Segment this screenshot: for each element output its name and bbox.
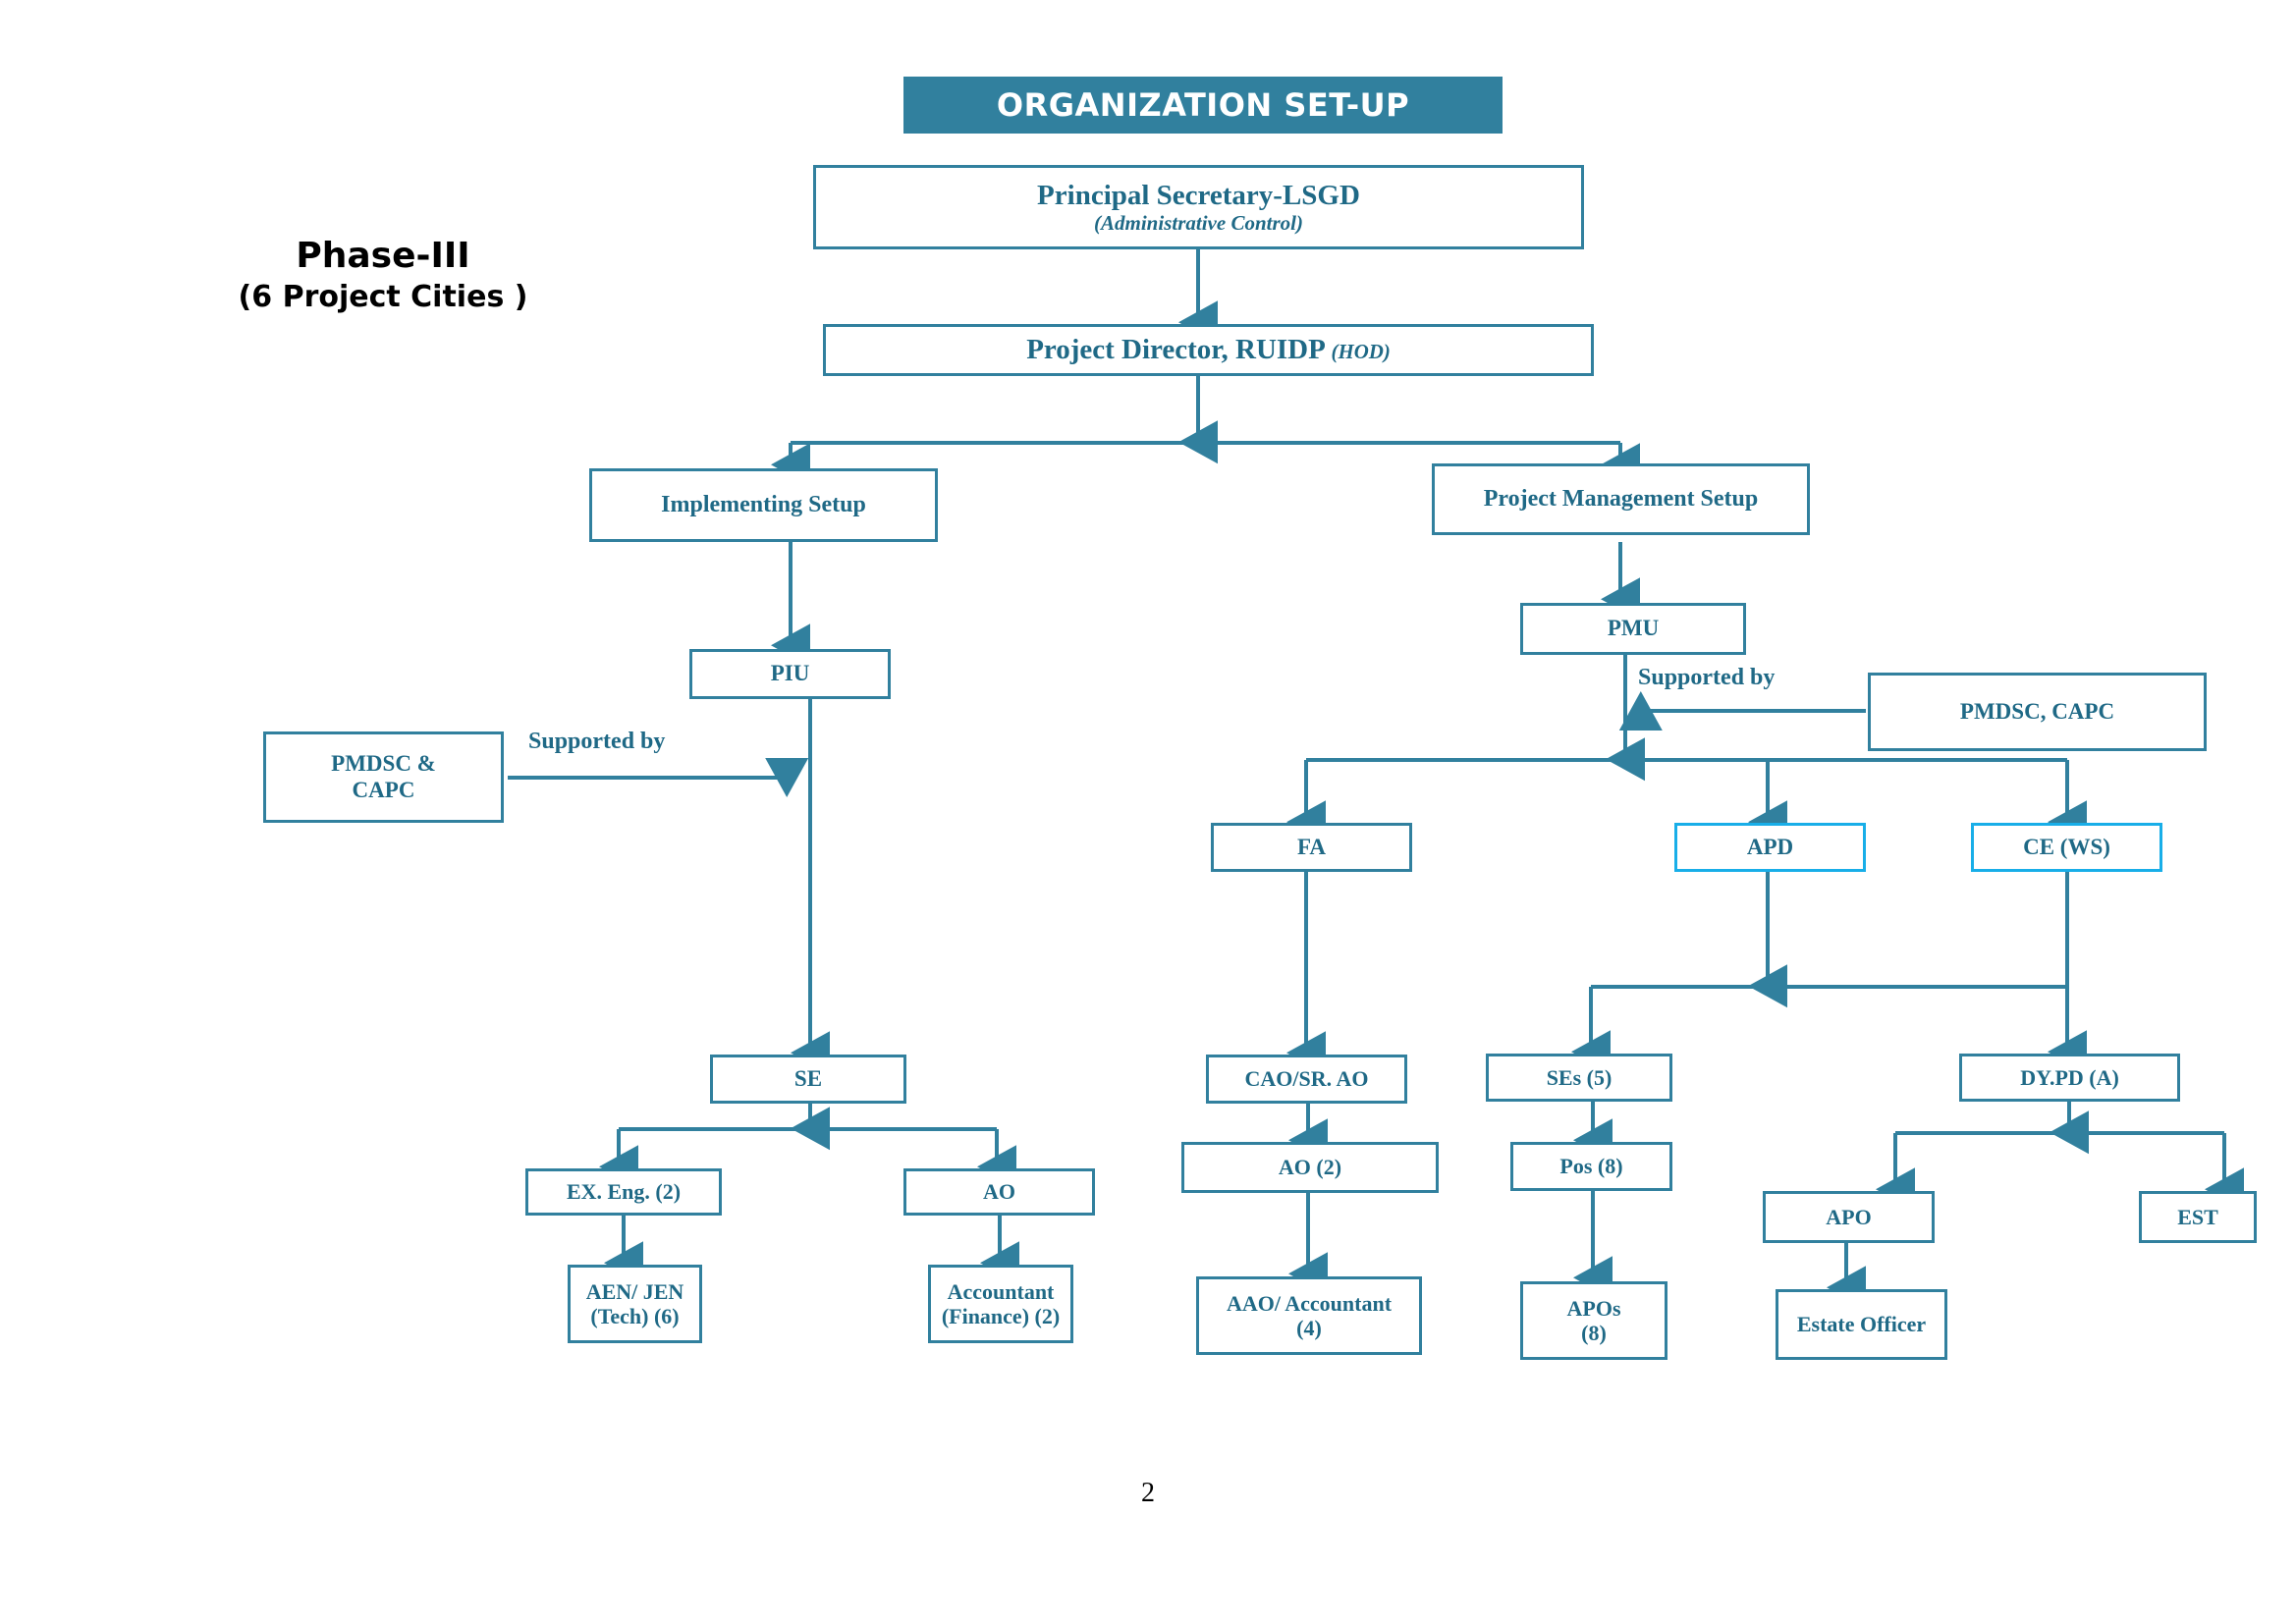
node-pmu-label: PMU (1607, 616, 1660, 641)
node-pmdsc-capc-left-line1: PMDSC & (331, 751, 436, 777)
node-ses-5[interactable]: SEs (5) (1486, 1054, 1672, 1102)
node-pmdsc-capc-right[interactable]: PMDSC, CAPC (1868, 673, 2207, 751)
node-apo[interactable]: APO (1763, 1191, 1935, 1243)
node-aao-accountant-line1: AAO/ Accountant (1226, 1290, 1393, 1316)
node-dy-pd-a[interactable]: DY.PD (A) (1959, 1054, 2180, 1102)
phase-label: Phase-III (6 Project Cities ) (187, 234, 579, 316)
node-ce-ws-label: CE (WS) (2023, 834, 2110, 859)
node-apd-label: APD (1746, 834, 1794, 859)
node-ao-left[interactable]: AO (903, 1168, 1095, 1216)
node-se-label: SE (793, 1065, 823, 1091)
node-pos-8[interactable]: Pos (8) (1510, 1142, 1672, 1191)
node-cao-sr-ao-label: CAO/SR. AO (1244, 1066, 1369, 1092)
page-title-banner: ORGANIZATION SET-UP (903, 77, 1503, 134)
node-aen-jen[interactable]: AEN/ JEN (Tech) (6) (568, 1265, 702, 1343)
node-aen-jen-line1: AEN/ JEN (585, 1278, 684, 1304)
node-ex-eng[interactable]: EX. Eng. (2) (525, 1168, 722, 1216)
node-principal-secretary-title: Principal Secretary-LSGD (1037, 179, 1360, 211)
node-fa[interactable]: FA (1211, 823, 1412, 872)
node-ses-5-label: SEs (5) (1546, 1064, 1613, 1090)
node-aao-accountant[interactable]: AAO/ Accountant (4) (1196, 1276, 1422, 1355)
node-ao-2[interactable]: AO (2) (1181, 1142, 1439, 1193)
edge-label-supported-by-right: Supported by (1638, 665, 1776, 690)
node-ao-2-label: AO (2) (1278, 1155, 1342, 1180)
node-ao-left-label: AO (983, 1179, 1015, 1205)
node-apo-label: APO (1826, 1204, 1872, 1229)
node-apos-8-line1: APOs (1566, 1295, 1621, 1321)
node-implementing-setup[interactable]: Implementing Setup (589, 468, 938, 542)
node-estate-officer-label: Estate Officer (1796, 1312, 1927, 1337)
node-project-management-setup[interactable]: Project Management Setup (1432, 463, 1810, 535)
node-project-management-setup-label: Project Management Setup (1483, 485, 1759, 512)
node-pmdsc-capc-right-label: PMDSC, CAPC (1959, 698, 2115, 724)
node-project-director-suffix: (HOD) (1331, 339, 1391, 363)
node-dy-pd-a-label: DY.PD (A) (2020, 1064, 2119, 1090)
node-accountant-finance[interactable]: Accountant (Finance) (2) (928, 1265, 1073, 1343)
node-aen-jen-line2: (Tech) (6) (590, 1304, 680, 1328)
node-ce-ws[interactable]: CE (WS) (1971, 823, 2162, 872)
node-se[interactable]: SE (710, 1055, 906, 1104)
node-project-director-line: Project Director, RUIDP (HOD) (1026, 334, 1391, 366)
node-pmu[interactable]: PMU (1520, 603, 1746, 655)
page-number: 2 (1141, 1478, 1155, 1508)
node-accountant-finance-line2: (Finance) (2) (941, 1304, 1061, 1328)
node-pmdsc-capc-left[interactable]: PMDSC & CAPC (263, 731, 504, 823)
node-principal-secretary-subtitle: (Administrative Control) (1094, 210, 1303, 235)
node-est-label: EST (2177, 1204, 2218, 1229)
node-cao-sr-ao[interactable]: CAO/SR. AO (1206, 1055, 1407, 1104)
node-apos-8-line2: (8) (1581, 1321, 1607, 1345)
edge-label-supported-by-left: Supported by (528, 729, 666, 754)
phase-label-line2: (6 Project Cities ) (238, 280, 528, 315)
node-project-director-title: Project Director, RUIDP (1026, 333, 1325, 365)
node-apd[interactable]: APD (1674, 823, 1866, 872)
node-piu-label: PIU (770, 661, 810, 686)
node-piu[interactable]: PIU (689, 649, 891, 699)
node-implementing-setup-label: Implementing Setup (661, 491, 866, 517)
node-aao-accountant-line2: (4) (1296, 1316, 1322, 1340)
node-principal-secretary[interactable]: Principal Secretary-LSGD (Administrative… (813, 165, 1584, 249)
node-ex-eng-label: EX. Eng. (2) (566, 1179, 682, 1205)
node-accountant-finance-line1: Accountant (947, 1278, 1055, 1304)
node-pmdsc-capc-left-line2: CAPC (352, 777, 415, 802)
node-apos-8[interactable]: APOs (8) (1520, 1281, 1667, 1360)
node-project-director[interactable]: Project Director, RUIDP (HOD) (823, 324, 1594, 376)
node-fa-label: FA (1297, 834, 1326, 859)
node-pos-8-label: Pos (8) (1559, 1154, 1623, 1179)
node-estate-officer[interactable]: Estate Officer (1776, 1289, 1947, 1360)
node-est[interactable]: EST (2139, 1191, 2257, 1243)
phase-label-line1: Phase-III (296, 236, 470, 276)
